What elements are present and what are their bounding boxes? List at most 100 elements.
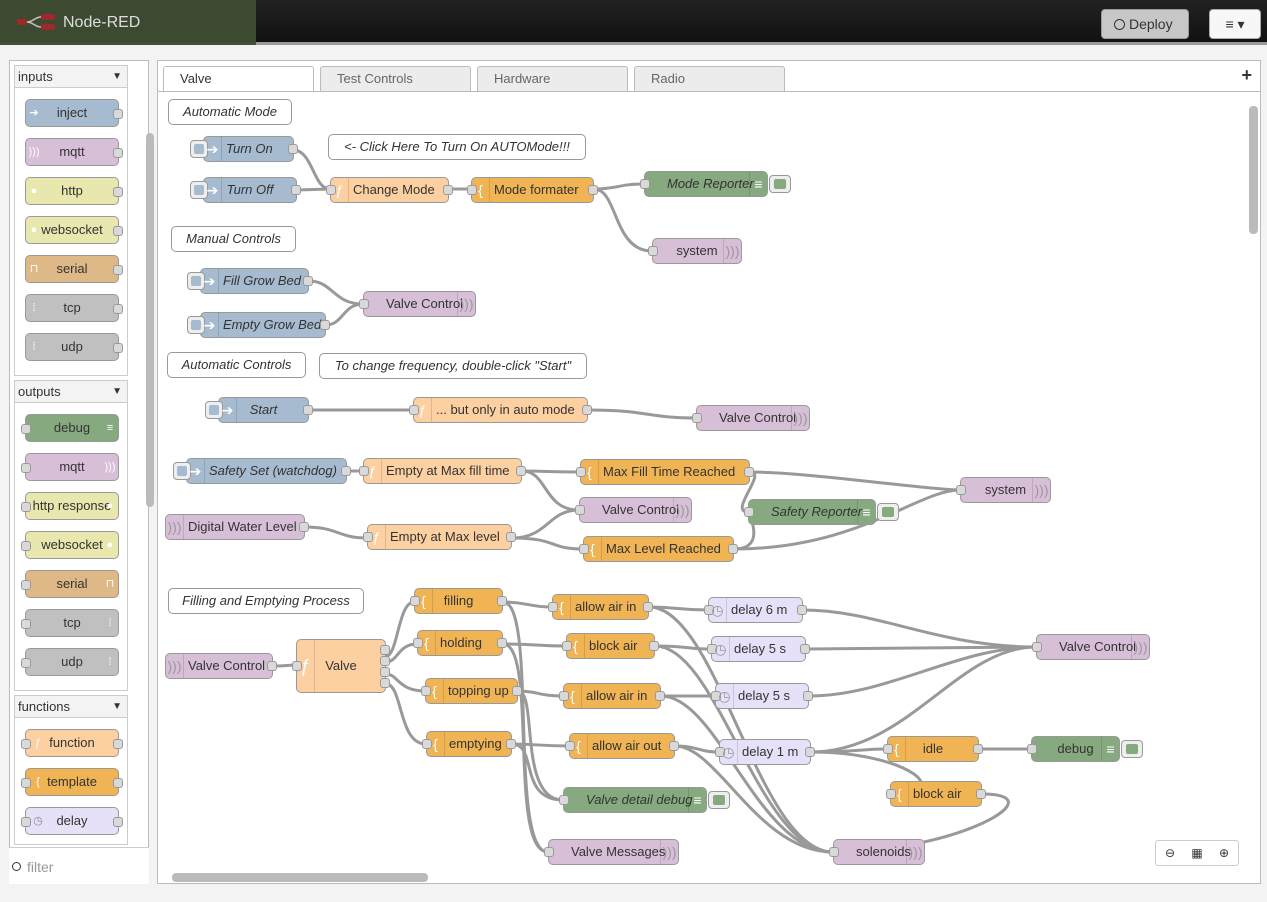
output-port[interactable] xyxy=(506,532,516,542)
output-port[interactable] xyxy=(303,276,313,286)
output-port[interactable] xyxy=(380,678,390,688)
mqtt-node-valve-control-4[interactable]: Valve Control))) xyxy=(1032,634,1150,660)
template-node-block-air[interactable]: {block air xyxy=(562,633,659,659)
function-node-auto-mode-only[interactable]: ƒ... but only in auto mode xyxy=(409,397,592,423)
inject-node-turn-on[interactable]: ➔Turn On xyxy=(190,136,298,162)
input-port[interactable] xyxy=(575,505,585,515)
chevron-down-icon[interactable]: ▼ xyxy=(112,701,122,712)
input-port[interactable] xyxy=(956,485,966,495)
palette-node-udp[interactable]: ⁞udp xyxy=(25,333,123,361)
scroll-thumb[interactable] xyxy=(1249,106,1258,234)
input-port[interactable] xyxy=(1032,642,1042,652)
tab-hardware[interactable]: Hardware xyxy=(477,66,628,91)
palette-node-tcp[interactable]: ⁞tcp xyxy=(25,294,123,322)
output-port[interactable] xyxy=(506,739,516,749)
zoom-reset-icon[interactable]: ▦ xyxy=(1191,846,1203,860)
zoom-in-icon[interactable]: ⊕ xyxy=(1218,846,1230,860)
flow-canvas[interactable]: Automatic Mode <- Click Here To Turn On … xyxy=(158,92,1245,872)
debug-toggle[interactable] xyxy=(708,791,730,809)
input-port[interactable] xyxy=(409,405,419,415)
palette-node-debug[interactable]: debug≡ xyxy=(21,414,119,442)
palette-node-websocket-out[interactable]: websocket● xyxy=(21,531,119,559)
input-port[interactable] xyxy=(576,467,586,477)
comment-change-frequency[interactable]: To change frequency, double-click "Start… xyxy=(319,353,587,379)
comment-click-here[interactable]: <- Click Here To Turn On AUTOMode!!! xyxy=(328,134,586,160)
output-port[interactable] xyxy=(380,656,390,666)
mqtt-node-valve-control-2[interactable]: Valve Control))) xyxy=(692,405,810,431)
debug-node-valve-detail[interactable]: Valve detail debug≡ xyxy=(559,787,730,813)
input-port[interactable] xyxy=(562,641,572,651)
output-port[interactable] xyxy=(516,466,526,476)
mqtt-node-valve-control-in[interactable]: )))Valve Control xyxy=(165,653,277,679)
input-port[interactable] xyxy=(359,466,369,476)
mqtt-node-valve-control-3[interactable]: Valve Control))) xyxy=(575,497,692,523)
input-port[interactable] xyxy=(744,507,754,517)
input-port[interactable] xyxy=(704,605,714,615)
inject-button[interactable] xyxy=(205,401,223,419)
input-port[interactable] xyxy=(565,741,575,751)
input-port[interactable] xyxy=(413,638,423,648)
input-port[interactable] xyxy=(559,691,569,701)
output-port[interactable] xyxy=(744,467,754,477)
input-port[interactable] xyxy=(707,644,717,654)
palette-node-template[interactable]: {template xyxy=(21,768,123,796)
tab-valve[interactable]: Valve xyxy=(163,66,314,92)
input-port[interactable] xyxy=(715,747,725,757)
category-header[interactable]: outputs▼ xyxy=(15,381,127,403)
output-port[interactable] xyxy=(320,320,330,330)
template-node-holding[interactable]: {holding xyxy=(413,630,507,656)
mqtt-node-digital-water-level[interactable]: )))Digital Water Level xyxy=(165,514,309,540)
input-port[interactable] xyxy=(640,179,650,189)
zoom-out-icon[interactable]: ⊖ xyxy=(1164,846,1176,860)
inject-button[interactable] xyxy=(173,462,191,480)
palette-node-mqtt-out[interactable]: mqtt))) xyxy=(21,453,119,481)
chevron-down-icon[interactable]: ▼ xyxy=(112,71,122,82)
workspace-vertical-scrollbar[interactable] xyxy=(1247,92,1261,872)
template-node-block-air-2[interactable]: {block air xyxy=(886,781,986,807)
output-port[interactable] xyxy=(976,789,986,799)
palette-node-websocket[interactable]: ●websocket xyxy=(25,216,123,244)
template-node-idle[interactable]: {idle xyxy=(883,736,983,762)
output-port[interactable] xyxy=(588,185,598,195)
mqtt-node-system[interactable]: system))) xyxy=(648,238,742,264)
comment-filling-emptying[interactable]: Filling and Emptying Process xyxy=(168,588,364,614)
input-port[interactable] xyxy=(883,744,893,754)
add-tab-icon[interactable]: + xyxy=(1241,65,1252,85)
output-port[interactable] xyxy=(728,544,738,554)
mqtt-node-solenoids[interactable]: solenoids))) xyxy=(829,839,925,865)
output-port[interactable] xyxy=(655,691,665,701)
output-port[interactable] xyxy=(497,596,507,606)
template-node-emptying[interactable]: {emptying xyxy=(422,731,516,757)
palette-node-udp-out[interactable]: udp⁞ xyxy=(21,648,119,676)
template-node-allow-air-in-2[interactable]: {allow air in xyxy=(559,683,665,709)
output-port[interactable] xyxy=(643,602,653,612)
delay-node-1m[interactable]: ◷delay 1 m xyxy=(715,739,815,765)
input-port[interactable] xyxy=(359,299,369,309)
output-port[interactable] xyxy=(803,691,813,701)
inject-node-fill-grow-bed[interactable]: ➔Fill Grow Bed xyxy=(187,268,313,294)
output-port[interactable] xyxy=(497,638,507,648)
palette-node-delay[interactable]: ◷delay xyxy=(21,807,123,835)
comment-manual-controls[interactable]: Manual Controls xyxy=(171,226,296,252)
delay-node-6m[interactable]: ◷delay 6 m xyxy=(704,597,807,623)
template-node-mode-formater[interactable]: {Mode formater xyxy=(467,177,598,203)
palette-node-http-response[interactable]: http response● xyxy=(21,492,119,520)
output-port[interactable] xyxy=(341,466,351,476)
input-port[interactable] xyxy=(292,661,302,671)
input-port[interactable] xyxy=(692,413,702,423)
scroll-thumb[interactable] xyxy=(146,133,154,507)
output-port[interactable] xyxy=(288,144,298,154)
output-port[interactable] xyxy=(267,661,277,671)
comment-automatic-controls[interactable]: Automatic Controls xyxy=(167,352,306,378)
delay-node-5s[interactable]: ◷delay 5 s xyxy=(707,636,810,662)
debug-node-safety-reporter[interactable]: Safety Reporter≡ xyxy=(744,499,899,525)
category-header[interactable]: functions▼ xyxy=(15,696,127,718)
output-port[interactable] xyxy=(800,644,810,654)
output-port[interactable] xyxy=(291,185,301,195)
output-port[interactable] xyxy=(443,185,453,195)
input-port[interactable] xyxy=(1027,744,1037,754)
